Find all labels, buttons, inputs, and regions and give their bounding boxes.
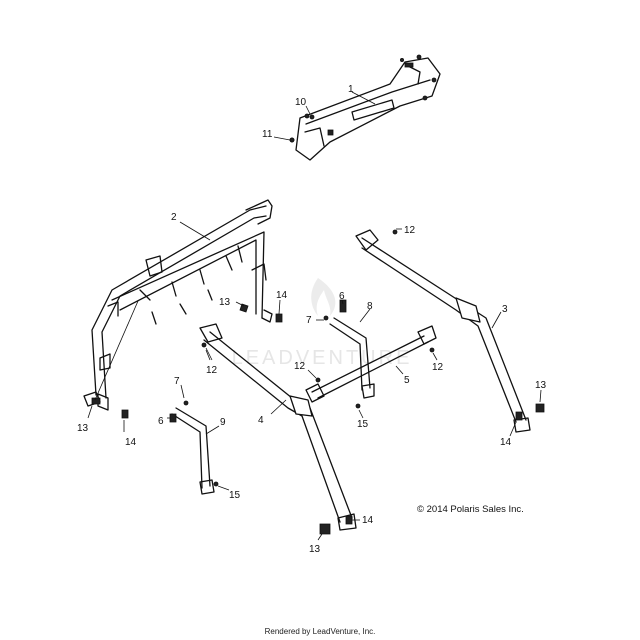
watermark: LEADVENTURE — [232, 278, 413, 369]
fasteners — [91, 113, 545, 535]
callout-11: 11 — [262, 129, 273, 140]
callout-13-right: 13 — [535, 380, 547, 391]
part-2-front-roll-bar — [83, 199, 273, 411]
callout-10: 10 — [295, 97, 307, 108]
part-4-rear-left-leg — [199, 323, 357, 531]
part-1-cab-panel — [289, 54, 441, 161]
part-8-upright-bracket — [329, 317, 375, 399]
callout-6-lower: 6 — [158, 416, 164, 427]
callout-12-mid: 12 — [294, 361, 306, 372]
callout-15-lower: 15 — [229, 490, 241, 501]
callout-2: 2 — [171, 212, 177, 223]
extra-callouts: 12 14 — [206, 290, 288, 376]
callout-5: 5 — [404, 375, 410, 386]
callout-12-left: 12 — [206, 365, 218, 376]
callout-labels: 1 10 11 2 12 3 13 14 6 7 8 13 12 5 12 4 … — [77, 84, 547, 555]
callout-8: 8 — [367, 301, 373, 312]
part-3-rear-right-leg — [355, 229, 531, 433]
callout-14-left: 14 — [125, 437, 137, 448]
callout-12-right: 12 — [432, 362, 444, 373]
part-9-lower-bracket — [171, 407, 215, 495]
callout-4: 4 — [258, 415, 264, 426]
copyright-text: © 2014 Polaris Sales Inc. — [417, 504, 524, 515]
callout-3: 3 — [502, 304, 508, 315]
callout-9: 9 — [220, 417, 226, 428]
callout-13-mid: 13 — [219, 297, 231, 308]
footer-credit: Rendered by LeadVenture, Inc. — [264, 627, 376, 636]
leader-lines — [87, 91, 542, 541]
callout-14-bottom: 14 — [362, 515, 374, 526]
callout-12-upper: 12 — [404, 225, 416, 236]
callout-15-mid: 15 — [357, 419, 369, 430]
callout-13-left: 13 — [77, 423, 89, 434]
callout-14-right: 14 — [500, 437, 512, 448]
callout-7-lower: 7 — [174, 376, 180, 387]
watermark-text: LEADVENTURE — [232, 347, 413, 369]
callout-1: 1 — [348, 84, 354, 95]
callout-13-bottom: 13 — [309, 544, 321, 555]
callout-6-upper: 6 — [339, 291, 345, 302]
callout-14-mid: 14 — [276, 290, 288, 301]
callout-7-upper: 7 — [306, 315, 312, 326]
